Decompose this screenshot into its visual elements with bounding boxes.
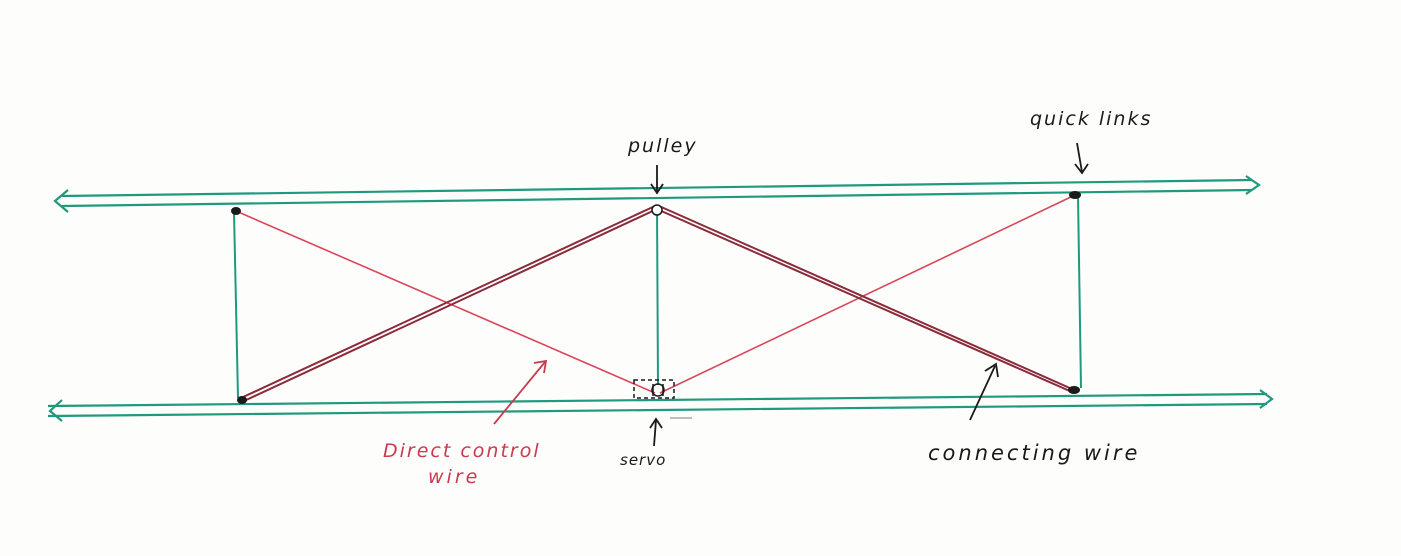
direct-control-wire bbox=[235, 194, 1076, 394]
center-strut bbox=[656, 206, 659, 386]
pulley-icon bbox=[651, 204, 663, 216]
quick-links-label: quick links bbox=[1030, 108, 1152, 130]
quick-link-top-left bbox=[231, 207, 241, 215]
direct-control-label-line2: wire bbox=[428, 466, 480, 488]
quick-link-bottom-right bbox=[1068, 386, 1080, 394]
left-strut bbox=[233, 211, 239, 399]
connecting-wire-label: connecting wire bbox=[928, 441, 1140, 465]
bottom-rail bbox=[47, 389, 1274, 422]
direct-control-arrow bbox=[493, 359, 548, 425]
quick-link-top-right bbox=[1069, 191, 1081, 199]
pulley-arrow bbox=[650, 165, 664, 195]
quick-link-bottom-left bbox=[237, 396, 247, 404]
connecting-wire-arrow bbox=[969, 362, 999, 421]
vertical-struts bbox=[233, 195, 1082, 399]
servo-arrow bbox=[649, 417, 663, 447]
right-strut bbox=[1077, 195, 1082, 389]
quick-link-dots bbox=[231, 191, 1081, 404]
servo-label: servo bbox=[620, 451, 666, 469]
quick-links-arrow bbox=[1074, 142, 1089, 175]
connecting-wire bbox=[240, 205, 1073, 402]
servo-icon bbox=[633, 379, 675, 399]
annotation-arrows bbox=[493, 142, 1089, 447]
pulley-label: pulley bbox=[627, 135, 698, 157]
direct-control-label-line1: Direct control bbox=[383, 440, 541, 462]
